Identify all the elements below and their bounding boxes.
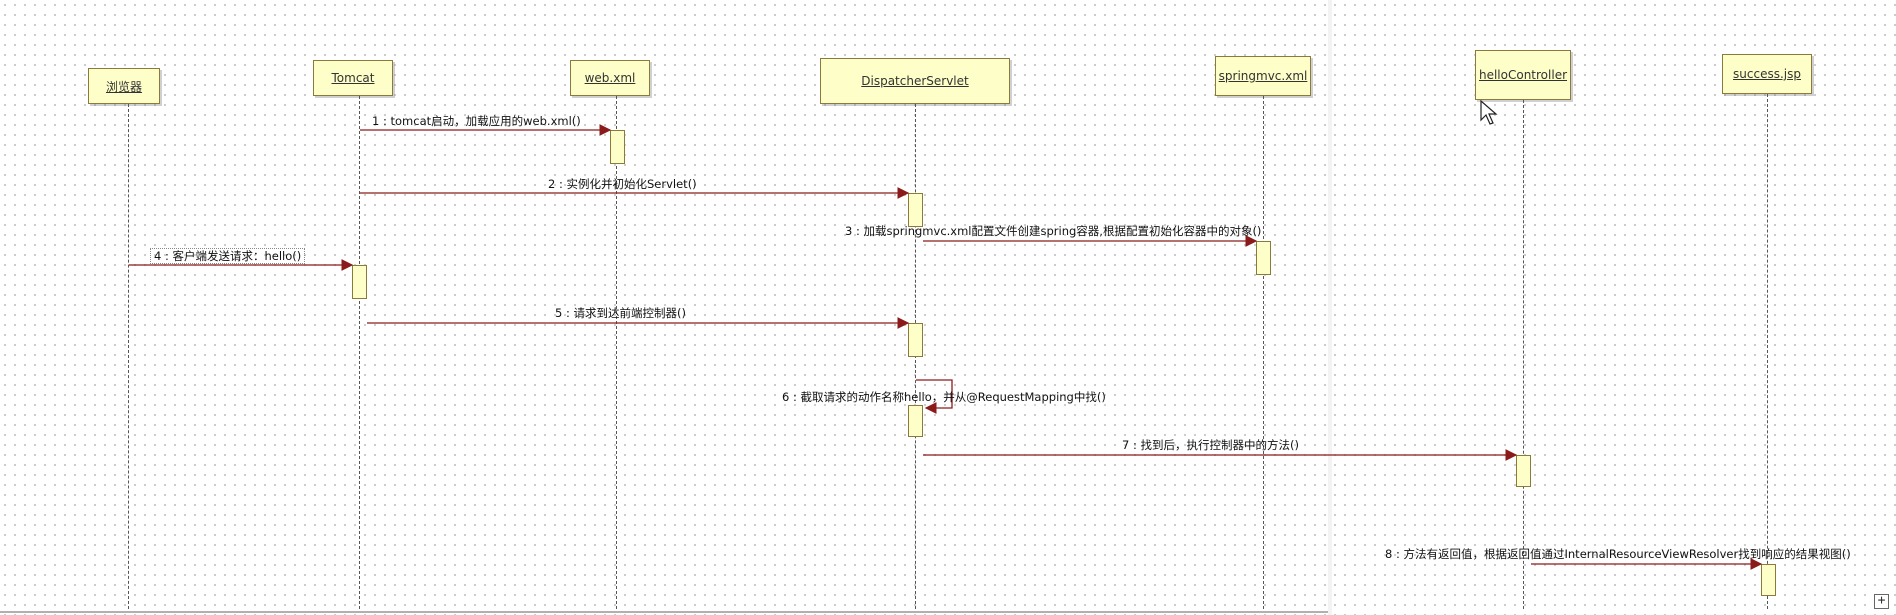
participant-tomcat[interactable]: Tomcat	[313, 60, 393, 96]
activation-bar[interactable]	[908, 323, 923, 357]
participant-success-jsp[interactable]: success.jsp	[1722, 54, 1812, 94]
message-label-2: 2 : 实例化并初始化Servlet()	[548, 177, 697, 191]
activation-bar[interactable]	[610, 130, 625, 164]
participant-hello-controller[interactable]: helloController	[1475, 50, 1571, 100]
lifeline-hello-controller	[1523, 100, 1524, 609]
lifeline-springmvc-xml	[1263, 96, 1264, 609]
participant-web-xml[interactable]: web.xml	[570, 60, 650, 96]
lifeline-browser	[128, 104, 129, 609]
expand-button[interactable]: +	[1874, 594, 1889, 609]
bottom-divider	[0, 611, 1328, 613]
lifeline-success-jsp	[1767, 94, 1768, 609]
message-label-6: 6 : 截取请求的动作名称hello，并从@RequestMapping中找()	[782, 390, 1106, 404]
message-label-3: 3 : 加载springmvc.xml配置文件创建spring容器,根据配置初始…	[845, 224, 1262, 238]
activation-bar[interactable]	[908, 405, 923, 437]
participant-browser[interactable]: 浏览器	[88, 68, 160, 104]
activation-bar[interactable]	[352, 265, 367, 299]
activation-bar[interactable]	[1761, 564, 1776, 596]
message-label-5: 5 : 请求到达前端控制器()	[555, 306, 686, 320]
message-label-1: 1 : tomcat启动，加载应用的web.xml()	[372, 114, 581, 128]
participant-springmvc-xml[interactable]: springmvc.xml	[1215, 56, 1311, 96]
message-label-4: 4 : 客户端发送请求：hello()	[150, 248, 306, 264]
mouse-cursor-icon	[1480, 100, 1498, 125]
message-label-7: 7 : 找到后，执行控制器中的方法()	[1122, 438, 1299, 452]
activation-bar[interactable]	[1516, 455, 1531, 487]
panel-divider	[1328, 0, 1332, 615]
activation-bar[interactable]	[1256, 241, 1271, 275]
lifeline-tomcat	[359, 96, 360, 609]
participant-dispatcher-servlet[interactable]: DispatcherServlet	[820, 58, 1010, 104]
lifeline-web-xml	[616, 96, 617, 609]
activation-bar[interactable]	[908, 193, 923, 227]
message-label-8: 8 : 方法有返回值，根据返回值通过InternalResourceViewRe…	[1385, 547, 1851, 561]
message-arrow-6-self[interactable]	[916, 379, 953, 414]
